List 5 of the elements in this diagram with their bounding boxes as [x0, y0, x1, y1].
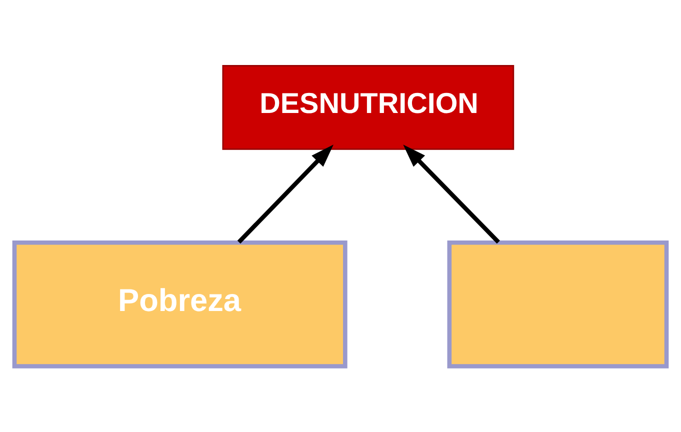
arrow [403, 144, 500, 244]
node-box: Pobreza [12, 240, 348, 368]
arrow [237, 144, 334, 244]
node-box: DESNUTRICION [222, 65, 514, 150]
node-box [447, 240, 669, 368]
